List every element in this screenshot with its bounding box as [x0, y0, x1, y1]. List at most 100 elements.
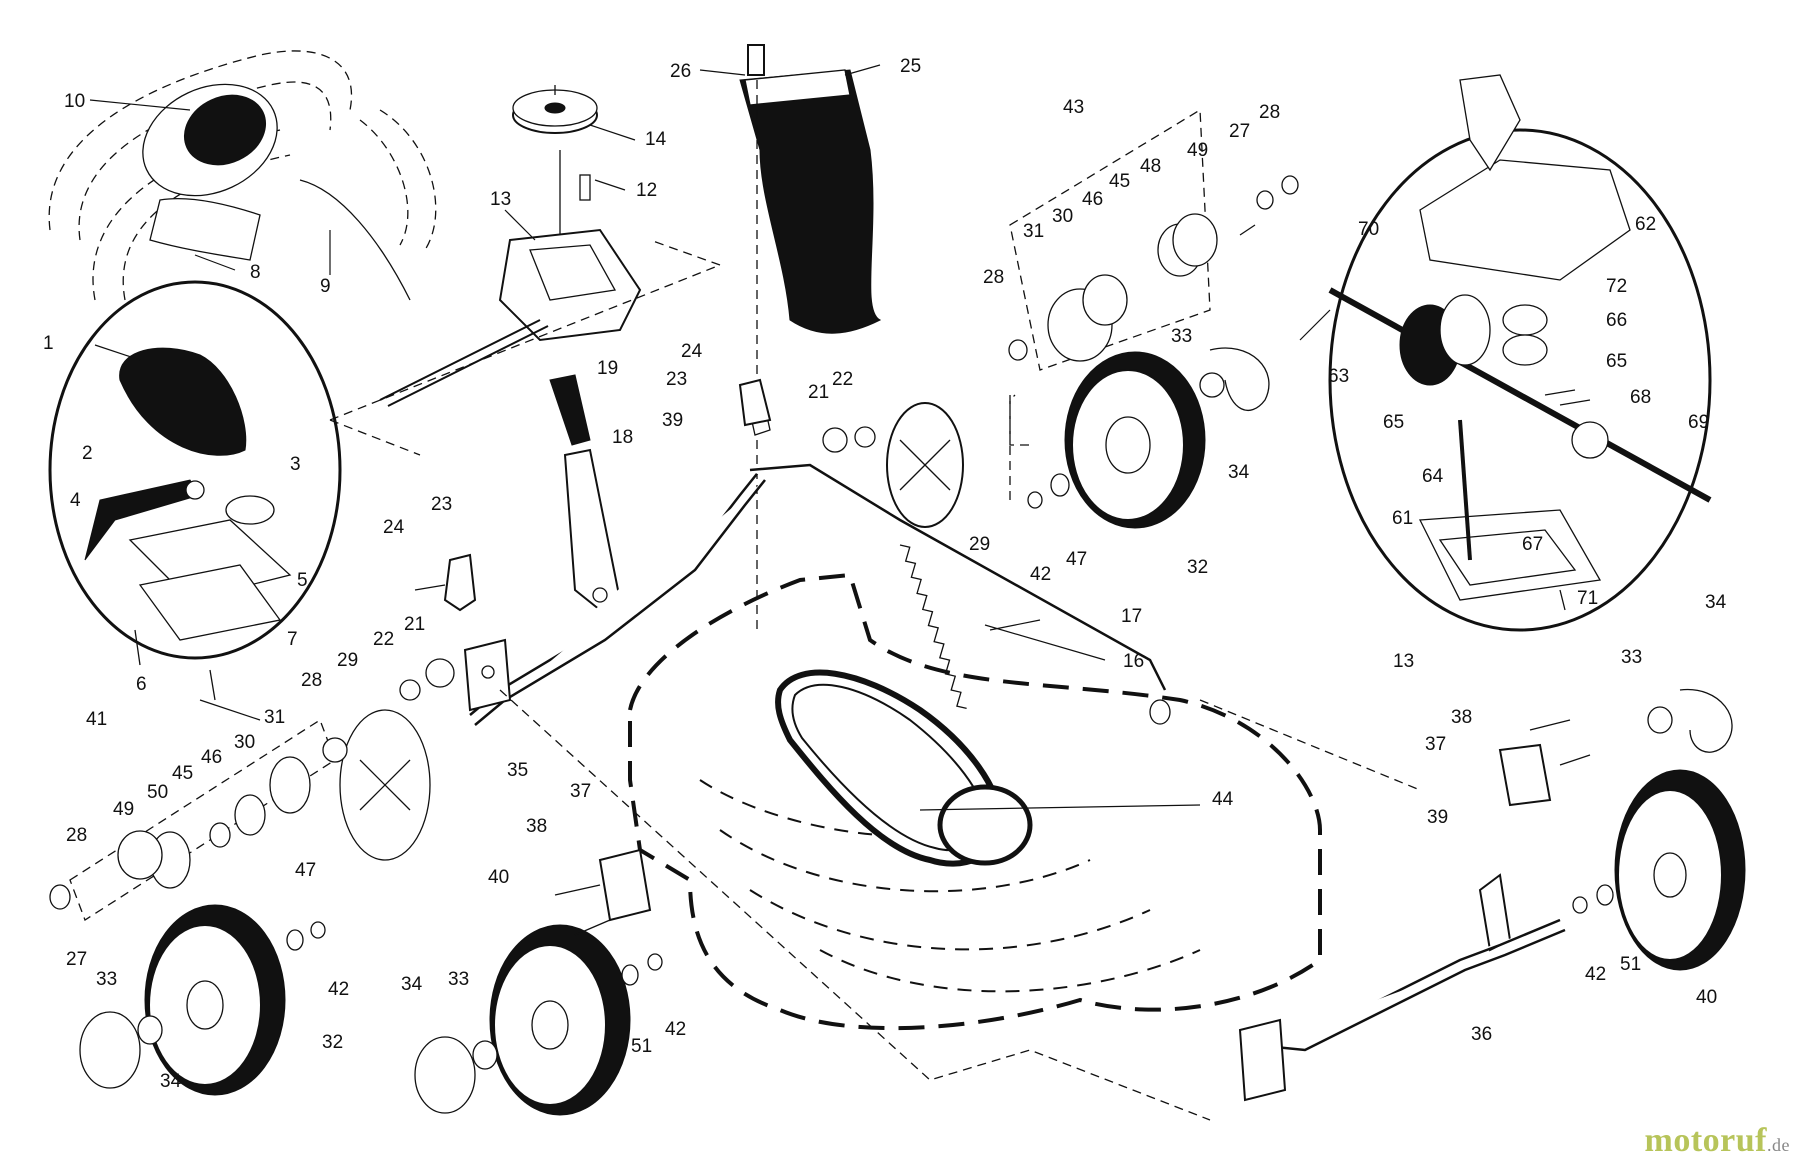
part-label: 39 [662, 410, 683, 431]
part-label: 49 [113, 799, 134, 820]
part-label: 8 [250, 262, 261, 283]
leader-lines [89, 64, 1331, 811]
part-label: 35 [507, 760, 528, 781]
part-label: 18 [612, 427, 633, 448]
part-label: 33 [1621, 647, 1642, 668]
part-label: 5 [297, 570, 308, 591]
part-label: 71 [1577, 588, 1598, 609]
part-label: 51 [1620, 954, 1641, 975]
part-label: 26 [670, 61, 691, 82]
part-label: 7 [287, 629, 298, 650]
center-pulley-disc [822, 395, 1030, 528]
part-label: 45 [1109, 171, 1130, 192]
part-label: 32 [1187, 557, 1208, 578]
part-label: 27 [1229, 121, 1250, 142]
watermark-main: motoruf [1644, 1122, 1767, 1159]
part-label: 6 [136, 674, 147, 695]
part-label: 32 [322, 1032, 343, 1053]
part-label: 37 [570, 781, 591, 802]
part-label: 42 [1585, 964, 1606, 985]
part-label: 10 [64, 91, 85, 112]
pulley [512, 85, 598, 134]
part-label: 2 [82, 443, 93, 464]
left-front-wheel [414, 848, 663, 1116]
part-label: 24 [681, 341, 703, 362]
part-label: 40 [488, 867, 509, 888]
part-label: 40 [1696, 987, 1717, 1008]
part-label: 22 [832, 369, 853, 390]
part-label: 21 [404, 614, 425, 635]
part-label: 17 [1121, 606, 1142, 627]
part-label: 22 [373, 629, 394, 650]
left-wheel-parts [49, 709, 431, 921]
part-label: 30 [234, 732, 255, 753]
part-label: 41 [86, 709, 107, 730]
part-label: 43 [1063, 97, 1084, 118]
part-label: 13 [1393, 651, 1414, 672]
spring [899, 544, 967, 710]
part-label: 28 [301, 670, 322, 691]
part-label: 4 [70, 490, 81, 511]
part-label: 38 [1451, 707, 1472, 728]
part-label: 23 [431, 494, 452, 515]
part-label: 27 [66, 949, 87, 970]
right-front-wheel [1498, 688, 1746, 971]
part-label: 44 [1212, 789, 1234, 810]
part-label: 16 [1123, 651, 1144, 672]
part-label: 46 [201, 747, 222, 768]
part-label: 25 [900, 56, 921, 77]
drive-belt [775, 669, 1033, 867]
part-label: 38 [526, 816, 547, 837]
part-label: 28 [1259, 102, 1280, 123]
part-label: 33 [448, 969, 469, 990]
part-label: 42 [328, 979, 349, 1000]
part-label: 65 [1383, 412, 1404, 433]
part-label: 37 [1425, 734, 1446, 755]
part-number-labels: 10 8 9 14 12 13 26 25 43 28 27 49 48 45 … [43, 56, 1727, 1092]
part-label: 34 [1705, 592, 1727, 613]
part-label: 68 [1630, 387, 1651, 408]
part-label: 23 [666, 369, 687, 390]
part-label: 62 [1635, 214, 1656, 235]
part-label: 65 [1606, 351, 1627, 372]
rear-flap [739, 44, 882, 630]
part-label: 28 [983, 267, 1004, 288]
axle-rod-upper [749, 463, 1171, 725]
part-label: 24 [383, 517, 405, 538]
part-label: 34 [1228, 462, 1250, 483]
part-label: 9 [320, 276, 331, 297]
part-label: 33 [1171, 326, 1192, 347]
part-label: 29 [337, 650, 358, 671]
bracket-left-mid [399, 638, 512, 712]
part-label: 69 [1688, 412, 1709, 433]
part-label: 34 [160, 1071, 182, 1092]
part-label: 46 [1082, 189, 1103, 210]
part-label: 67 [1522, 534, 1543, 555]
part-label: 61 [1392, 508, 1413, 529]
watermark-logo: motoruf.de [1645, 1122, 1790, 1160]
part-label: 63 [1328, 366, 1349, 387]
part-label: 49 [1187, 140, 1208, 161]
part-label: 33 [96, 969, 117, 990]
part-label: 47 [295, 860, 316, 881]
part-label: 36 [1471, 1024, 1492, 1045]
part-label: 28 [66, 825, 87, 846]
part-label: 47 [1066, 549, 1087, 570]
part-label: 48 [1140, 156, 1161, 177]
part-label: 3 [290, 454, 301, 475]
part-label: 31 [264, 707, 285, 728]
bracket-arm-23 [414, 378, 772, 612]
part-label: 21 [808, 382, 829, 403]
part-label: 30 [1052, 206, 1073, 227]
transmission-body [329, 150, 721, 456]
part-label: 14 [645, 129, 667, 150]
control-inset-oval [48, 280, 342, 701]
part-label: 64 [1422, 466, 1444, 487]
part-label: 1 [43, 333, 54, 354]
part-label: 19 [597, 358, 618, 379]
part-label: 29 [969, 534, 990, 555]
right-top-wheel [1009, 347, 1270, 529]
watermark-suffix: .de [1767, 1135, 1790, 1155]
part-label: 34 [401, 974, 423, 995]
